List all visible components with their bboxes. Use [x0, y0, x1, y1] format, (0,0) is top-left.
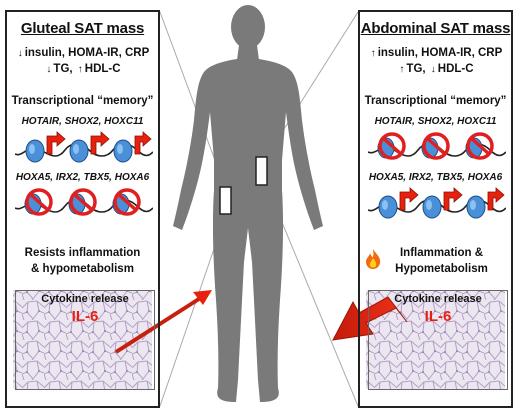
no-symbol-icon — [378, 132, 406, 160]
inflammation-line-2: Hypometabolism — [395, 263, 488, 275]
inflammation-line-1: Resists inflammation — [24, 247, 141, 259]
metabolic-line-2: ↓TG, ↑HDL-C — [7, 62, 158, 77]
nucleosome-icon — [113, 139, 133, 163]
il6-label: IL-6 — [71, 308, 99, 325]
panel-title: Gluteal SAT mass — [20, 20, 145, 37]
no-symbol-icon — [422, 132, 450, 160]
nucleosome-icon — [466, 195, 486, 219]
inflammation-line-1: Inflammation & — [399, 247, 484, 259]
arrow-promoter-icon — [443, 187, 463, 211]
up-arrow-icon: ↑ — [77, 64, 83, 75]
metabolic-line-1: ↓insulin, HOMA-IR, CRP — [7, 46, 158, 61]
arrow-promoter-icon — [399, 187, 419, 211]
up-arrow-icon: ↑ — [399, 64, 405, 75]
nucleosome-icon — [378, 195, 398, 219]
memory-label: Transcriptional “memory” — [364, 95, 507, 107]
nucleosome-icon — [422, 195, 442, 219]
left-tissue-image — [13, 290, 152, 389]
genes-top-label: HOTAIR, SHOX2, HOXC11 — [374, 116, 497, 127]
right-tissue-frame: Cytokine release IL-6 — [368, 290, 508, 390]
cytokine-label: Cytokine release — [41, 293, 129, 305]
no-symbol-icon — [69, 188, 97, 216]
abdominal-sat-marker — [255, 156, 268, 186]
inflammation-line-2: & hypometabolism — [31, 263, 134, 275]
arrow-promoter-icon — [46, 131, 66, 155]
metabolic-text-1: insulin, HOMA-IR, CRP — [377, 47, 503, 59]
body-silhouette — [173, 5, 323, 402]
flame-icon — [366, 249, 381, 269]
genes-top-label: HOTAIR, SHOX2, HOXC11 — [21, 116, 144, 127]
metabolic-line-1: ↑insulin, HOMA-IR, CRP — [360, 46, 511, 61]
no-symbol-icon — [466, 132, 494, 160]
genes-bottom-label: HOXA5, IRX2, TBX5, HOXA6 — [15, 172, 150, 183]
down-arrow-icon: ↓ — [46, 64, 52, 75]
arrow-promoter-icon — [134, 131, 152, 155]
right-il6-arrow — [332, 296, 408, 341]
nucleosome-icon — [69, 139, 89, 163]
metabolic-text-1: insulin, HOMA-IR, CRP — [24, 47, 150, 59]
no-symbol-icon — [113, 188, 141, 216]
no-symbol-icon — [25, 188, 53, 216]
dna-silenced-genes — [368, 132, 506, 160]
arrow-promoter-icon — [90, 131, 110, 155]
left-tissue-frame: Cytokine release IL-6 — [15, 290, 155, 390]
panel-title: Abdominal SAT mass — [360, 20, 511, 37]
nucleosome-icon — [25, 139, 45, 163]
il6-label: IL-6 — [424, 308, 452, 325]
dna-active-genes — [15, 131, 153, 163]
gluteal-panel: Gluteal SAT mass ↓insulin, HOMA-IR, CRP … — [5, 10, 160, 408]
up-arrow-icon: ↑ — [370, 48, 376, 59]
dna-active-genes — [368, 187, 506, 219]
down-arrow-icon: ↓ — [430, 64, 436, 75]
metabolic-line-2: ↑TG, ↓HDL-C — [360, 62, 511, 77]
memory-label: Transcriptional “memory” — [11, 95, 154, 107]
dna-silenced-genes — [15, 188, 153, 216]
genes-bottom-label: HOXA5, IRX2, TBX5, HOXA6 — [368, 172, 503, 183]
metabolic-text-2b: HDL-C — [437, 63, 474, 75]
gluteal-sat-marker — [219, 186, 232, 215]
arrow-promoter-icon — [487, 187, 505, 211]
cytokine-label: Cytokine release — [394, 293, 482, 305]
metabolic-text-2a: TG, — [406, 63, 426, 75]
down-arrow-icon: ↓ — [17, 48, 23, 59]
abdominal-panel: Abdominal SAT mass ↑insulin, HOMA-IR, CR… — [358, 10, 513, 408]
metabolic-text-2b: HDL-C — [84, 63, 121, 75]
metabolic-text-2a: TG, — [53, 63, 73, 75]
